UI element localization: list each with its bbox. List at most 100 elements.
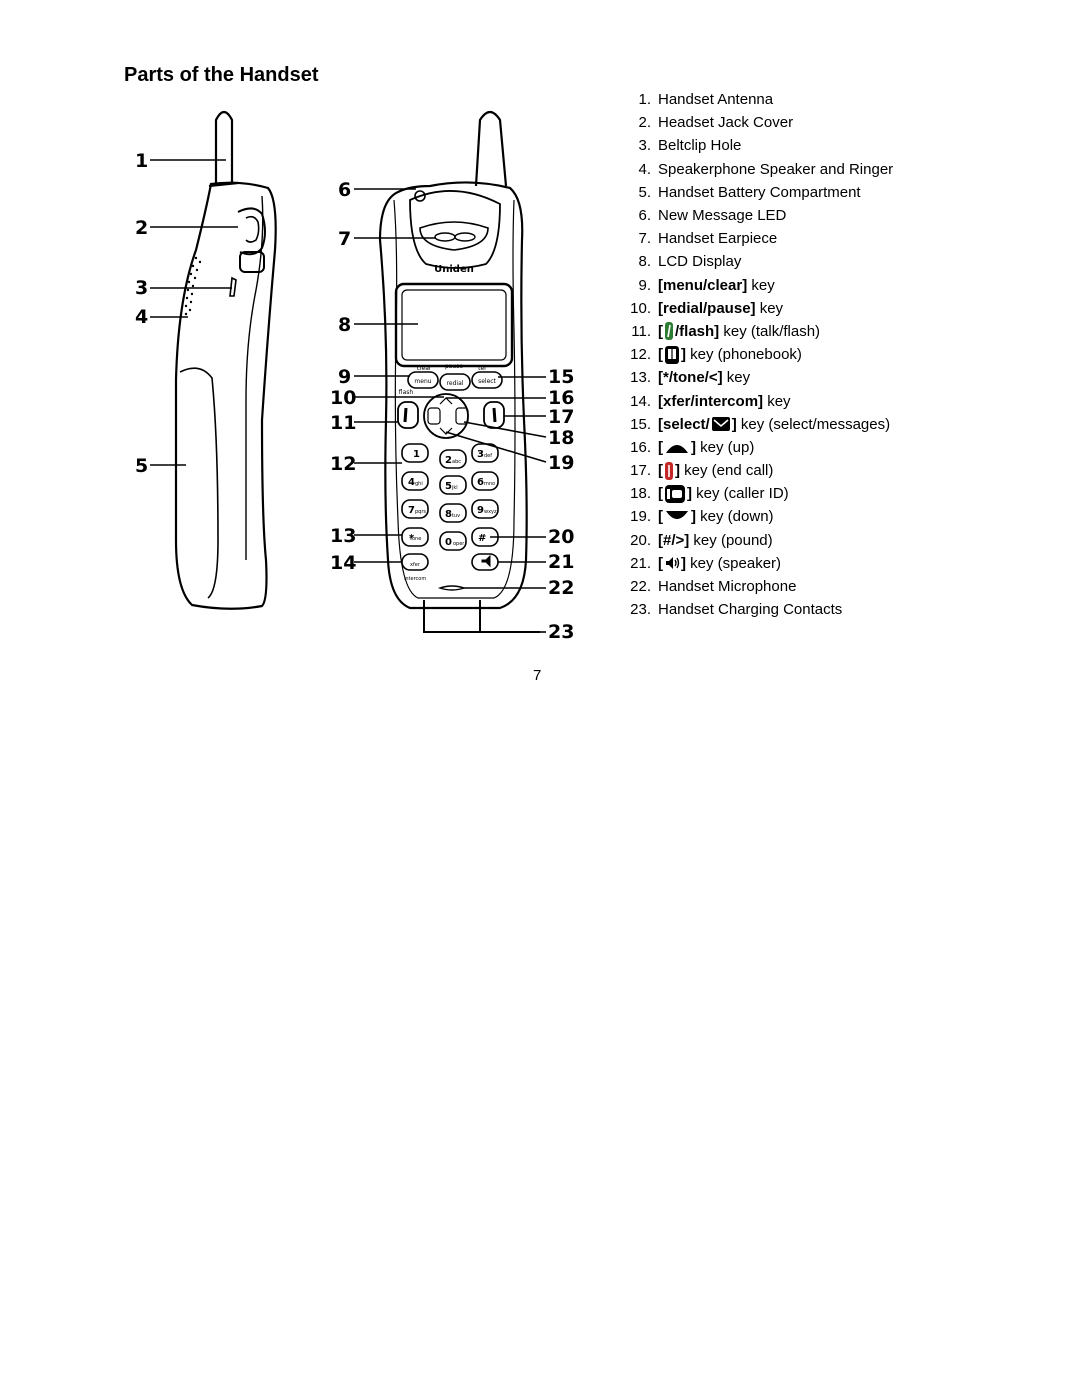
list-item: 11.[ /flash] key (talk/flash) — [622, 320, 893, 343]
callout-13: 13 — [330, 525, 356, 547]
key-5: 5 — [445, 481, 452, 492]
item-number: 3. — [638, 137, 651, 155]
key-name: [redial/pause] — [658, 299, 756, 317]
list-item: 9.[menu/clear] key — [622, 274, 893, 297]
key-9-letters: wxyz — [484, 509, 497, 515]
callout-2: 2 — [135, 217, 148, 239]
key-bracket-close: ] — [687, 485, 692, 503]
front-antenna — [474, 110, 508, 187]
item-number: 6. — [638, 207, 651, 225]
talk-icon — [665, 322, 673, 341]
brand-logo: Uniden — [434, 264, 474, 275]
key-bracket-open: [ — [658, 438, 663, 456]
item-label: Handset Battery Compartment — [658, 183, 861, 201]
key-bracket-close: ] — [731, 415, 737, 433]
list-item: 2.Headset Jack Cover — [622, 111, 893, 134]
earpiece-slots — [434, 232, 476, 242]
key-bracket-close: /flash] — [675, 322, 720, 340]
list-item: 17.[ ] key (end call) — [622, 459, 893, 482]
key-2-letters: abc — [452, 459, 461, 465]
key-bracket-close: ] — [691, 508, 696, 526]
label-pause: pause — [445, 363, 463, 370]
callout-19: 19 — [548, 452, 574, 474]
speaker-icon — [666, 557, 680, 570]
item-label: key (select/messages) — [736, 415, 891, 433]
list-item: 21.[ ] key (speaker) — [622, 552, 893, 575]
key-bracket-open: [ — [658, 554, 663, 572]
item-number: 15. — [630, 415, 651, 433]
item-label: key (talk/flash) — [719, 322, 821, 340]
beltclip-hole — [229, 276, 237, 297]
new-message-led — [414, 190, 426, 202]
page-number: 7 — [533, 667, 542, 684]
item-number: 4. — [638, 160, 651, 178]
item-label: Speakerphone Speaker and Ringer — [658, 160, 894, 178]
key-bracket-close: ] — [691, 438, 696, 456]
item-number: 23. — [630, 601, 651, 619]
list-item: 3.Beltclip Hole — [622, 134, 893, 157]
label-clear: clear — [417, 365, 432, 372]
item-number: 17. — [630, 462, 651, 480]
item-label: key (pound) — [689, 531, 773, 549]
caller-id-icon — [665, 484, 685, 503]
item-number: 5. — [638, 183, 651, 201]
item-number: 8. — [638, 253, 651, 271]
key-bracket-open: [ — [658, 346, 663, 364]
callout-7: 7 — [338, 228, 351, 250]
list-item: 22. Handset Microphone — [622, 575, 893, 598]
key-9: 9 — [477, 505, 484, 516]
key-bracket-open: [ — [658, 485, 663, 503]
list-item: 14.[xfer/intercom] key — [622, 389, 893, 412]
list-item: 10.[redial/pause] key — [622, 297, 893, 320]
key-bracket-open: [ — [658, 462, 663, 480]
key-name: [*/tone/<] — [658, 369, 723, 387]
item-label: key (up) — [696, 438, 755, 456]
list-item: 13.[*/tone/<] key — [622, 366, 893, 389]
label-menu: menu — [414, 378, 431, 385]
item-label: key — [747, 276, 775, 294]
item-number: 22. — [630, 578, 651, 596]
key-bracket-open: [ — [658, 508, 663, 526]
callout-12: 12 — [330, 453, 356, 475]
item-label: Headset Jack Cover — [658, 114, 794, 132]
callout-20: 20 — [548, 526, 574, 548]
item-label: key (end call) — [680, 462, 774, 480]
label-oper: oper — [453, 541, 465, 547]
key-8: 8 — [445, 509, 452, 520]
key-bracket-open: [select/ — [658, 415, 710, 433]
callout-23: 23 — [548, 621, 574, 643]
label-intercom: intercom — [404, 576, 426, 582]
down-arrow-icon — [666, 510, 688, 519]
callout-lines — [150, 159, 547, 633]
item-label: Handset Microphone — [658, 578, 797, 596]
item-label: key (phonebook) — [686, 346, 802, 364]
item-number: 1. — [638, 91, 651, 109]
talk-key — [397, 401, 419, 429]
list-item: 20.[#/>] key (pound) — [622, 529, 893, 552]
item-label: key (speaker) — [686, 554, 782, 572]
item-number: 20. — [630, 531, 651, 549]
key-bracket-open: [ — [658, 322, 663, 340]
list-item: 15. [select/ ] key (select/messages) — [622, 413, 893, 436]
key-7-letters: pqrs — [415, 509, 426, 515]
end-call-icon — [665, 461, 673, 480]
callout-21: 21 — [548, 551, 574, 573]
callout-9: 9 — [338, 366, 351, 388]
speaker-key-symbol — [481, 554, 491, 568]
list-item: 16.[ ] key (up) — [622, 436, 893, 459]
label-flash: flash — [399, 389, 414, 396]
key-name: [menu/clear] — [658, 276, 748, 294]
key-3-letters: def — [484, 453, 492, 459]
key-5-letters: jkl — [451, 485, 458, 491]
phonebook-icon — [665, 345, 679, 364]
callout-5: 5 — [135, 455, 148, 477]
callout-18: 18 — [548, 427, 574, 449]
callout-17: 17 — [548, 406, 574, 428]
item-label: key (caller ID) — [692, 485, 789, 503]
handset-front-view: Uniden clear pause tel flash menu redial… — [378, 110, 540, 633]
lcd-display — [394, 282, 514, 368]
list-item: 7.Handset Earpiece — [622, 227, 893, 250]
item-label: Handset Charging Contacts — [658, 601, 843, 619]
key-hash: # — [478, 533, 486, 544]
callout-4: 4 — [135, 306, 148, 328]
